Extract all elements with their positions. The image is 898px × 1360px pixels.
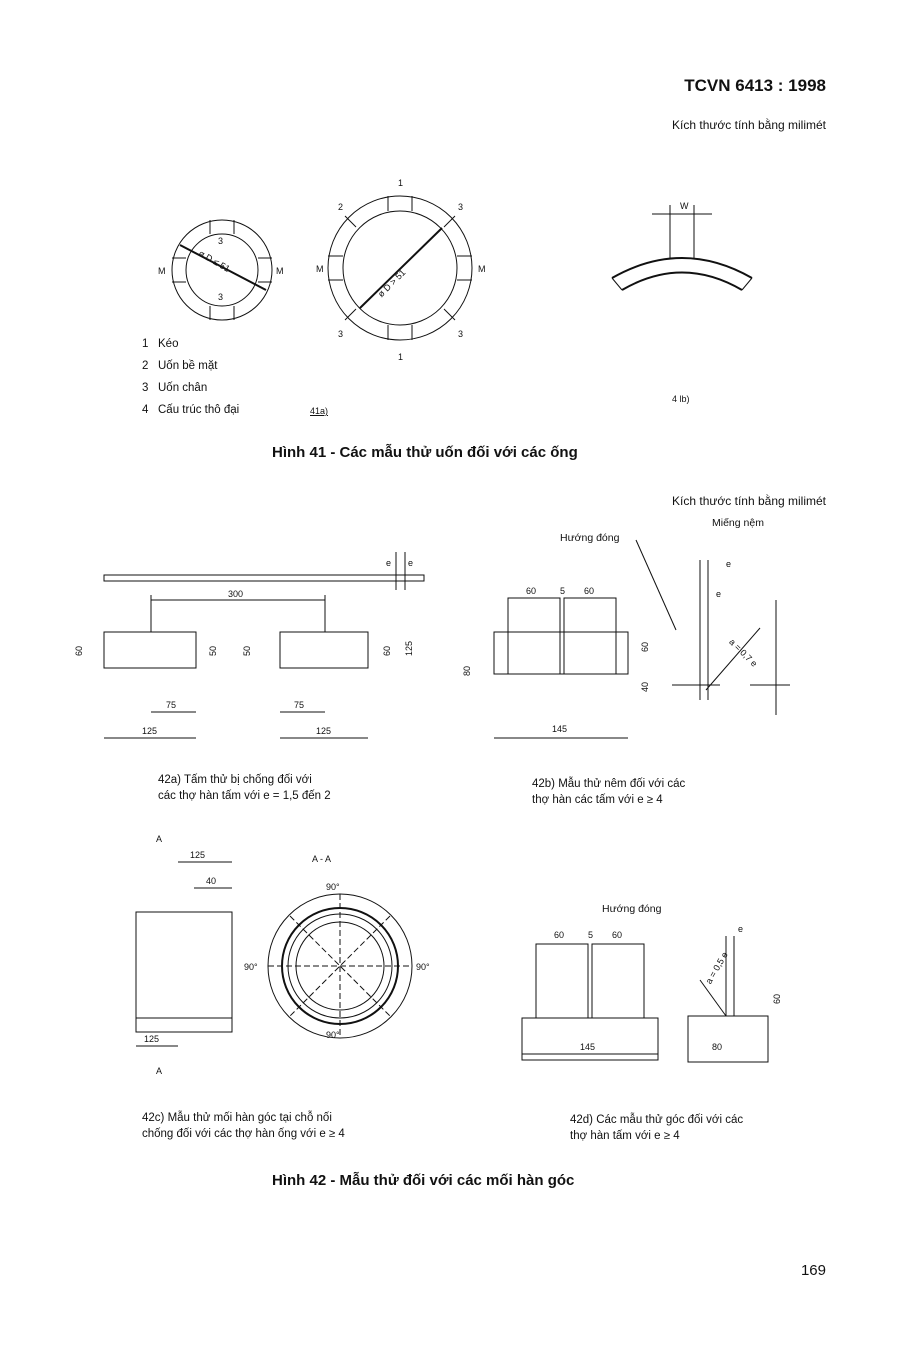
fig42b-80: 80: [462, 666, 472, 676]
large-ring-mark-1-bottom: 1: [398, 352, 403, 362]
fig41-caption: Hình 41 - Các mẫu thử uốn đối với các ốn…: [272, 444, 578, 461]
unit-note-2: Kích thước tính bằng milimét: [672, 494, 826, 508]
small-ring-mark-m-right: M: [276, 266, 284, 276]
fig42c-A-top: A: [156, 834, 162, 844]
fig42d-145: 145: [580, 1042, 595, 1052]
fig42d-60-side: 60: [772, 994, 782, 1004]
small-ring-dim: ø D ≤ 51: [197, 248, 232, 274]
fig42c-A-bottom: A: [156, 1066, 162, 1076]
fig42d-e: e: [738, 924, 743, 934]
fig42b-e-top: e: [726, 559, 731, 569]
fig42d-huong-dong: Hướng đóng: [602, 903, 662, 915]
fig42a-60-left: 60: [74, 646, 84, 656]
fig42b-60-side: 60: [640, 642, 650, 652]
large-ring-mark-3-bl: 3: [338, 329, 343, 339]
fig42a-75-right: 75: [294, 700, 304, 710]
large-ring-mark-1-top: 1: [398, 178, 403, 188]
fig42a-e1: e: [386, 558, 391, 568]
small-ring-mark-3-bottom: 3: [218, 292, 223, 302]
fig42b-145: 145: [552, 724, 567, 734]
fig42a-e2: e: [408, 558, 413, 568]
fig42b-40: 40: [640, 682, 650, 692]
fig42c-40: 40: [206, 876, 216, 886]
large-ring-mark-m-right: M: [478, 264, 486, 274]
page-number: 169: [800, 1262, 826, 1279]
fig42a-50-b: 50: [242, 646, 252, 656]
fig42b-caption: 42b) Mẫu thử nêm đối với các thợ hàn các…: [532, 778, 686, 806]
fig42b-5: 5: [560, 586, 565, 596]
fig42b-huong-dong: Hướng đóng: [560, 532, 620, 544]
fig42a-125-right: 125: [404, 641, 414, 656]
fig42a-125-bottom: 125: [316, 726, 331, 736]
fig42b-60-left: 60: [526, 586, 536, 596]
large-ring-mark-3-tr: 3: [458, 202, 463, 212]
fig42c-125-bottom: 125: [144, 1034, 159, 1044]
fig42d-5: 5: [588, 930, 593, 940]
fig42a-caption: 42a) Tấm thử bị chống đối với các thợ hà…: [158, 774, 331, 802]
fig42a-75-left: 75: [166, 700, 176, 710]
fig42d-drawing: Hướng đóng e a = 0,5 e 60 60 5 60 145 80: [521, 903, 782, 1063]
fig41a-label: 41a): [310, 406, 329, 416]
fig42c-section: A - A: [312, 854, 331, 864]
fig42a-60-right: 60: [382, 646, 392, 656]
large-ring-dim: ø D > 51: [376, 267, 408, 299]
fig42b-mieng-nem: Miếng nệm: [712, 517, 764, 529]
arc-dim-w: W: [680, 201, 689, 211]
fig41b-label: 4 lb): [672, 394, 690, 404]
fig42c-deg-bottom: 90°: [326, 1030, 340, 1040]
fig42c-caption: 42c) Mẫu thử mối hàn góc tại chỗ nối chố…: [142, 1112, 345, 1140]
fig42c-deg-right: 90°: [416, 962, 430, 972]
large-ring-mark-m-left: M: [316, 264, 324, 274]
fig42d-60-right: 60: [612, 930, 622, 940]
fig42d-60-left: 60: [554, 930, 564, 940]
large-ring-mark-2: 2: [338, 202, 343, 212]
standard-number: TCVN 6413 : 1998: [684, 76, 826, 95]
fig42c-deg-top: 90°: [326, 882, 340, 892]
fig41-large-ring: ø D > 51 1 1 2 3 3 3 M M: [316, 178, 486, 362]
small-ring-mark-3-top: 3: [218, 236, 223, 246]
fig42c-drawing: A A 125 40 125 A - A 90° 90° 90° 90°: [135, 834, 430, 1076]
fig42b-e-mid: e: [716, 589, 721, 599]
fig42a-50-a: 50: [208, 646, 218, 656]
fig42b-60-right: 60: [584, 586, 594, 596]
fig42c-125-top: 125: [190, 850, 205, 860]
fig42b-drawing: 60 5 60 80 60 40 145 a = 0,7 e: [462, 539, 790, 739]
fig42b-angle: a = 0,7 e: [727, 637, 759, 669]
fig42-caption: Hình 42 - Mẫu thử đối với các mối hàn gó…: [272, 1172, 575, 1189]
large-ring-mark-3-br: 3: [458, 329, 463, 339]
fig42d-80: 80: [712, 1042, 722, 1052]
fig41-arc: W: [611, 201, 753, 291]
unit-note: Kích thước tính bằng milimét: [672, 118, 826, 132]
fig42a-300: 300: [228, 589, 243, 599]
small-ring-mark-m-left: M: [158, 266, 166, 276]
fig42a-drawing: e e 300 60 50 50 60 125 75 75 125 125: [74, 552, 425, 739]
fig42d-caption: 42d) Các mẫu thử góc đối với các thợ hàn…: [570, 1114, 744, 1142]
fig42a-125-left: 125: [142, 726, 157, 736]
fig42c-deg-left: 90°: [244, 962, 258, 972]
fig41-small-ring: ø D ≤ 51 3 3 M M: [158, 219, 284, 321]
